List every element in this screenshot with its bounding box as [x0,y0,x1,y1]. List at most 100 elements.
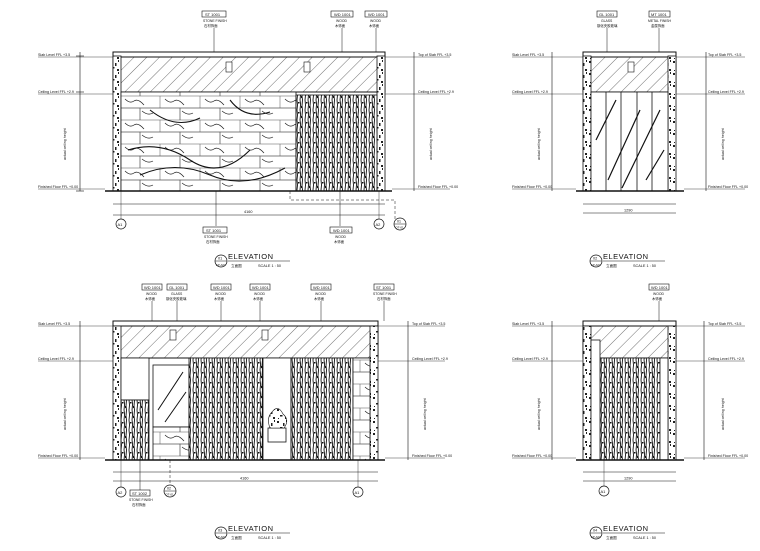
door-frame-left [590,339,601,461]
height-note-right: actual ceiling height [429,128,433,160]
svg-text:木饰面: 木饰面 [314,296,325,301]
svg-text:ST 1001: ST 1001 [205,12,221,17]
material-tag-top-2: WD 1001 WOOD 木饰面 [330,10,354,52]
material-tag-top-3: WD 1001 WOOD 木饰面 [364,10,388,52]
material-tag-top-1: ST 1001 STONE FINISH 石材饰面 [201,10,227,52]
overall-width-dim: 1290 [624,209,632,213]
scale-label: SCALE 1 : 50 [633,536,656,540]
elevation-title: ELEVATION [603,524,648,533]
svg-text:WD 1001: WD 1001 [368,12,385,17]
level-label-floor-left: Finished Floor FFL +0.00 [38,454,78,458]
svg-text:石材饰面: 石材饰面 [377,296,391,301]
stone-panel-right [352,357,371,461]
height-note-right: actual ceiling height [721,398,725,430]
height-note-left: actual ceiling height [537,128,541,160]
svg-text:GL 1001: GL 1001 [169,285,185,290]
height-note-right: actual ceiling height [423,398,427,430]
level-label-ceiling-right: Ceiling Level FFL +2.9 [412,357,448,361]
wood-wall-surface [295,94,378,192]
svg-text:WOOD: WOOD [215,292,226,296]
level-label-top-left: Slab Level FFL +3.5 [38,322,70,326]
svg-text:WOOD: WOOD [146,292,157,296]
wood-panel-1 [188,357,264,461]
material-tag-bottom-2: WD 1001 WOOD 木饰面 [329,191,353,244]
material-tag-top-1: WD 1001 WOOD 木饰面 [141,283,163,321]
side-column-right [369,325,379,461]
overall-width-dim: 4160 [244,210,252,214]
svg-text:石材饰面: 石材饰面 [206,239,220,244]
material-tag-bottom-1: ST 1001 STONE FINISH 石材饰面 [202,191,228,244]
svg-text:STONE FINISH: STONE FINISH [203,19,227,23]
cabinet-upper [120,357,150,401]
door-frame-right [659,357,669,461]
svg-text:WD 1001: WD 1001 [213,285,230,290]
elevation-panel-4: Slab Level FFL +3.5 Ceiling Level FFL +2… [512,283,748,540]
material-tag-top-1: WD 1001 WOOD 木饰面 [648,283,670,321]
side-column-left [112,325,122,461]
svg-text:WOOD: WOOD [254,292,265,296]
svg-text:木饰面: 木饰面 [334,239,345,244]
svg-text:MT 1001: MT 1001 [651,12,667,17]
detail-callout: 02 DT-01 [163,460,177,498]
level-label-top-right: Top of Slab FFL +3.5 [708,322,741,326]
svg-text:03: 03 [218,529,222,533]
svg-text:木饰面: 木饰面 [369,23,380,28]
svg-text:GL 1001: GL 1001 [599,12,615,17]
detail-callout: 01 DT-01 [289,191,407,231]
svg-text:WOOD: WOOD [315,292,326,296]
material-tag-top-3: WD 1001 WOOD 木饰面 [210,283,232,321]
svg-text:ST 1002: ST 1002 [132,491,148,496]
scale-label: SCALE 1 : 50 [633,264,656,268]
slab-top-band [112,320,379,327]
elevation-title: ELEVATION [228,524,273,533]
level-label-ceiling-left: Ceiling Level FFL +2.9 [38,357,74,361]
level-label-top-right: Top of Slab FFL +3.5 [708,53,741,57]
svg-text:WD 1001: WD 1001 [651,285,668,290]
level-label-floor-right: Finished Floor FFL +0.00 [412,454,452,458]
level-label-floor-left: Finished Floor FFL +0.00 [512,185,552,189]
cabinet-lower [120,399,150,461]
svg-text:GLASS: GLASS [171,292,183,296]
svg-text:WD 1001: WD 1001 [252,285,269,290]
svg-text:立面图: 立面图 [231,535,242,540]
svg-text:EP-A01: EP-A01 [216,535,226,539]
level-label-ceiling-left: Ceiling Level FFL +2.9 [38,90,74,94]
grid-bubble-right: A2 [373,191,385,230]
overall-width-dim: 1290 [624,477,632,481]
level-label-floor-left: Finished Floor FFL +0.00 [38,185,78,189]
svg-text:01: 01 [397,220,401,224]
stone-base [152,426,190,461]
overall-width-dim: 4160 [240,477,248,481]
height-note-right: actual ceiling height [721,128,725,160]
svg-text:金属饰面: 金属饰面 [651,23,665,28]
level-label-floor-right: Finished Floor FFL +0.00 [418,185,458,189]
svg-text:DT-01: DT-01 [396,226,405,230]
slab-top-band [582,320,677,327]
slab-top-band [582,51,677,58]
svg-text:A1: A1 [601,489,607,494]
svg-text:WOOD: WOOD [653,292,664,296]
scale-label: SCALE 1 : 50 [258,264,281,268]
svg-text:石材饰面: 石材饰面 [132,502,146,507]
svg-text:立面图: 立面图 [606,535,617,540]
potted-plant [267,408,288,443]
side-column-left [582,325,592,461]
grid-bubble-right: A1 [352,460,364,498]
ceiling-slab [112,325,379,359]
slab-top-band [112,51,386,58]
elevation-panel-1: Slab Level FFL +3.5 Ceiling Level FFL +2… [38,10,458,268]
svg-text:A1: A1 [355,490,361,495]
height-note-left: actual ceiling height [63,398,67,430]
panel-title-2: 02 EP-A01 ELEVATION 立面图 SCALE 1 : 50 [589,252,665,268]
elevation-panel-2: Slab Level FFL +3.5 Ceiling Level FFL +2… [512,10,748,268]
side-column-left [112,55,122,192]
svg-text:A2: A2 [118,490,124,495]
svg-text:石材饰面: 石材饰面 [204,23,218,28]
level-label-top-right: Top of Slab FFL +3.5 [412,322,445,326]
svg-text:GLASS: GLASS [601,19,613,23]
svg-text:STONE FINISH: STONE FINISH [204,235,228,239]
side-column-right [667,55,677,192]
ceiling-fixture-2 [303,61,311,73]
level-label-top-left: Slab Level FFL +3.5 [512,322,544,326]
